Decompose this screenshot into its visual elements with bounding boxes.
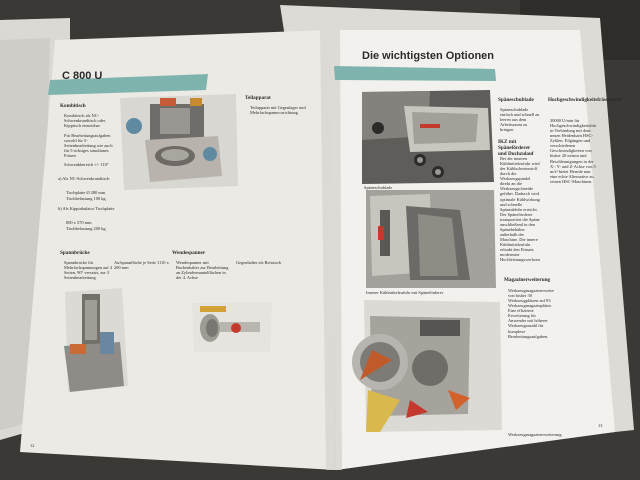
kombitisch-spec-a2: Tischbelastung 100 kg [66, 196, 106, 201]
wendespanner-extra: Gegenhalter als Reitstock [236, 260, 282, 265]
ikz-item: Bei der inneren Kühlmittelzufuhr wird de… [500, 156, 540, 263]
photo1-caption: Späneschublade [364, 185, 393, 190]
wendespanner-heading: Wendespanner [172, 250, 206, 256]
hsc-item: 30000 U/min für Hochgeschwindigkeitsfräs… [550, 118, 596, 184]
clamping-bridge-icon [64, 288, 128, 392]
tool-magazine-icon [352, 300, 502, 432]
spannbruecke-heading: Spannbrücke [60, 250, 90, 256]
chip-drawer-icon [362, 90, 494, 184]
left-page-title: C 800 U [62, 70, 103, 82]
kombitisch-option-b: b) Als Kipptabulator Tischplatte [58, 206, 115, 211]
magazin-item: Werkzeugmagazinerweiterung von bisher 30… [508, 288, 554, 339]
right-title-bar [334, 66, 496, 81]
kombitisch-spec-a1: Tischplatte Ø 280 mm [66, 190, 106, 195]
kombitisch-item-2: Für Bearbeitungsaufgaben sowohl für 5-Se… [64, 133, 113, 159]
photo3-caption: Werkzeugmagazinerweiterung [508, 432, 562, 437]
teilapparat-heading: Teilapparat [245, 95, 271, 101]
wendespanner-item: Wendespanner mit Backenhalter zur Bearbe… [176, 260, 229, 281]
hsc-heading: Hochgeschwindigkeitsfrässpindel [548, 97, 622, 103]
magazin-heading: Magazinerweiterung [504, 277, 551, 283]
spannbruecke-item: Spannbrücke für Mehrfachspannungen auf 4… [64, 260, 113, 281]
kombitisch-spec-b2: Tischbelastung 200 kg [66, 226, 106, 231]
spine-shadow [320, 30, 342, 470]
photo2-caption: Innerer Kühlmittelzufuhr mit Späneförder… [366, 290, 444, 295]
teilapparat-item: Teilapparat mit Gegenlager und Mehrfachs… [250, 105, 306, 116]
kombitisch-spec-b1: 800 x 570 mm [66, 220, 92, 225]
ikz-heading: IKZ mit Späneförderer und Duchzulauf [498, 139, 534, 157]
machine-table-icon [120, 94, 238, 190]
kombitisch-item-1: Kombitisch als NC-Schwenkrundtisch oder … [64, 113, 106, 129]
left-page-number: 12 [30, 443, 35, 448]
spaeneschublade-heading: Späneschublade [498, 97, 534, 103]
kombitisch-item-3: Schwenkbereich +/- 110° [64, 162, 109, 167]
right-page-title: Die wichtigsten Optionen [362, 50, 495, 62]
right-page-number: 13 [598, 423, 603, 428]
chip-conveyor-icon [366, 190, 496, 288]
spannbruecke-extra: Aufspannfläche je Seite 1110 x 200 mm [114, 260, 169, 271]
left-title-bar [48, 74, 208, 95]
turning-clamp-icon [192, 302, 272, 352]
spaeneschublade-item: Späneschublade einfach und schnell zu le… [500, 107, 540, 133]
kombitisch-heading: Kombitisch [60, 103, 86, 109]
kombitisch-option-a: a) Als NC-Schwenkrundtisch [58, 176, 110, 181]
